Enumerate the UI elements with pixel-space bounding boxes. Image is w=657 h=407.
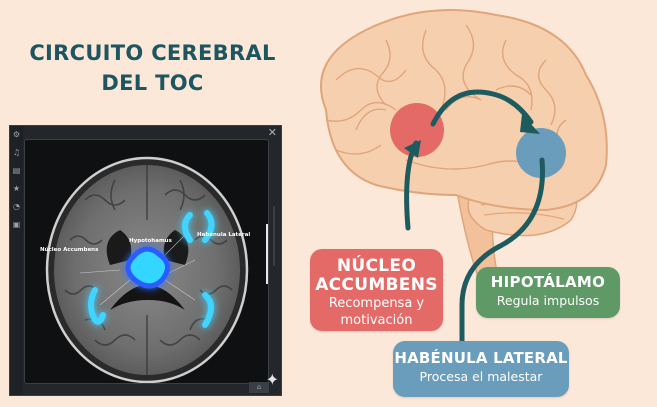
audio-icon[interactable]: ▤ [12,166,21,175]
nucleo-heading-2: ACCUMBENS [315,275,438,295]
hipotalamo-sub: Regula impulsos [496,293,600,308]
brain-circuit-diagram: NÚCLEO ACCUMBENS Recompensa y motivación… [296,0,657,407]
mri-brain-scan [45,156,249,383]
hipotalamo-heading: HIPOTÁLAMO [490,273,606,291]
music-icon[interactable]: ♫ [12,148,21,157]
lock-button[interactable]: ⌂ [249,382,269,393]
page-title: CIRCUITO CEREBRAL DEL TOC [10,38,295,98]
nucleo-sub-2: motivación [340,313,413,328]
habenula-sub: Procesa el malestar [419,369,543,384]
mri-label-nucleo: Núcleo Accumbens [40,247,99,253]
brain-illustration [320,9,608,348]
close-icon[interactable]: ✕ [267,126,277,139]
nucleo-accumbens-box: NÚCLEO ACCUMBENS Recompensa y motivación [310,249,443,331]
hipotalamo-box: HIPOTÁLAMO Regula impulsos [476,267,620,318]
title-line-1: CIRCUITO CEREBRAL [29,41,276,65]
scrollbar-thumb[interactable] [266,224,268,284]
habenula-heading: HABÉNULA LATERAL [394,349,568,367]
viewer-sidebar: ⚙ ♫ ▤ ★ ◔ ▣ [10,126,23,395]
star-icon[interactable]: ★ [12,184,21,193]
mri-canvas[interactable]: Hypotohamus Habénula Lateral Núcleo Accu… [24,139,269,384]
image-icon[interactable]: ▣ [12,220,21,229]
habenula-lateral-box: HABÉNULA LATERAL Procesa el malestar [393,341,569,397]
headset-icon[interactable]: ◔ [13,202,20,211]
nucleo-heading-1: NÚCLEO [336,256,417,276]
mri-viewer-window: ⚙ ♫ ▤ ★ ◔ ▣ ✕ [9,125,282,396]
scrollbar-track[interactable] [273,206,275,266]
mri-label-hypothalamus: Hypotohamus [129,238,172,244]
mri-label-habenula: Habénula Lateral [197,232,251,238]
nucleo-sub-1: Recompensa y [328,296,425,311]
title-line-2: DEL TOC [101,71,204,95]
settings-icon[interactable]: ⚙ [12,130,21,139]
